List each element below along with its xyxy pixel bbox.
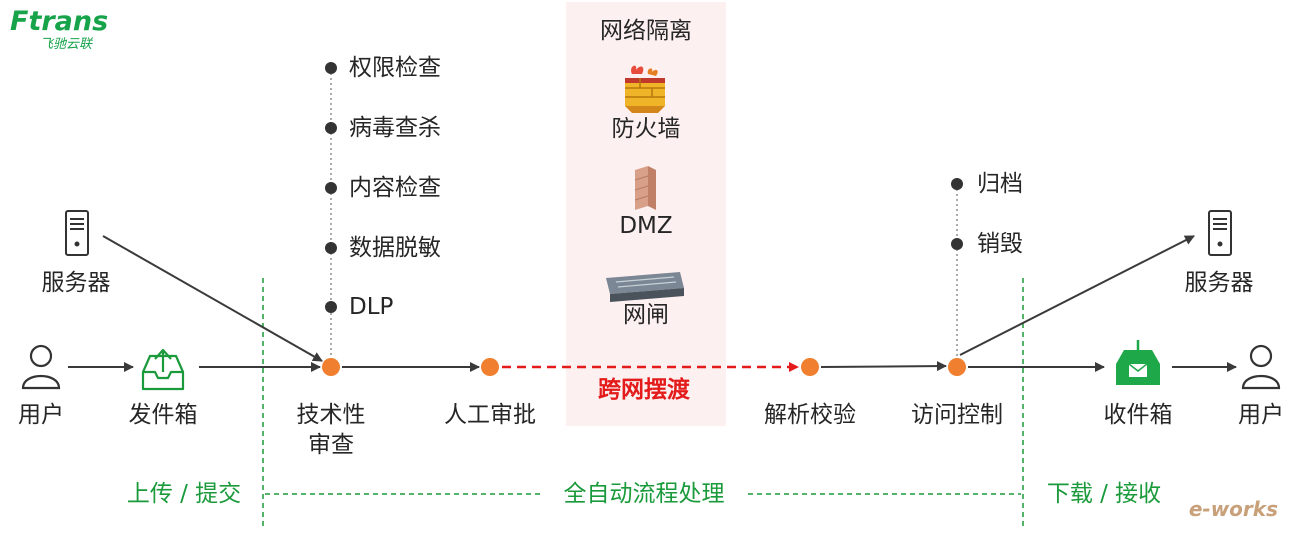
parse-verify-label: 解析校验 — [764, 402, 856, 428]
right-server-label: 服务器 — [1184, 270, 1254, 296]
server-icon — [1208, 210, 1232, 256]
manual-approval-label: 人工审批 — [444, 402, 536, 428]
check-bullet — [325, 62, 337, 74]
left-server-label: 服务器 — [41, 270, 111, 296]
inbox-label: 收件箱 — [1103, 402, 1173, 428]
logo-subtitle: 飞驰云联 — [40, 37, 93, 52]
access-control-label: 访问控制 — [911, 402, 1003, 428]
inbox-icon — [1116, 340, 1160, 385]
phase-auto-label: 全自动流程处理 — [563, 481, 725, 507]
post-action-bullet — [951, 178, 963, 190]
check-bullet — [325, 182, 337, 194]
check-bullet — [325, 242, 337, 254]
watermark-logo: e-works — [1188, 497, 1278, 521]
firewall-icon — [625, 65, 665, 113]
tech-review-label-line1: 技术性 — [296, 402, 366, 428]
user-right-label: 用户 — [1238, 402, 1284, 428]
outbox-label: 发件箱 — [128, 402, 198, 428]
network-isolation-zone — [566, 2, 726, 426]
check-item: 数据脱敏 — [349, 235, 441, 261]
check-item: 病毒查杀 — [349, 115, 441, 141]
arrow-parse-to-access — [820, 361, 947, 372]
logo-brand: Ftrans — [10, 6, 109, 37]
post-action-bullet — [951, 238, 963, 250]
user-left-label: 用户 — [18, 402, 64, 428]
server-icon — [65, 210, 89, 256]
check-item: DLP — [349, 294, 394, 320]
phase-download-label: 下载 / 接收 — [1046, 481, 1162, 507]
check-item: 权限检查 — [349, 55, 441, 81]
post-action-item: 归档 — [977, 171, 1023, 197]
node-tech-review — [322, 358, 340, 376]
arrow-access-to-server — [959, 235, 1195, 356]
arrow-server-to-review — [102, 235, 323, 362]
check-item: 内容检查 — [349, 175, 441, 201]
node-parse-verify — [801, 358, 819, 376]
isolation-title: 网络隔离 — [600, 18, 692, 44]
gatekeeper-device-icon — [606, 272, 684, 302]
firewall-label: 防火墙 — [611, 116, 681, 142]
phase-upload-label: 上传 / 提交 — [126, 481, 242, 507]
node-access-control — [948, 358, 966, 376]
dmz-wall-icon — [634, 166, 656, 210]
user-icon — [21, 344, 61, 390]
tech-review-label-line2: 审查 — [308, 432, 354, 458]
user-icon — [1241, 344, 1281, 390]
ferry-label: 跨网摆渡 — [598, 377, 690, 403]
node-manual-approval — [481, 358, 499, 376]
gatekeeper-label: 网闸 — [623, 302, 669, 328]
check-bullet — [325, 301, 337, 313]
check-bullet — [325, 122, 337, 134]
dmz-label: DMZ — [619, 213, 673, 239]
outbox-icon — [141, 348, 185, 391]
post-action-item: 销毁 — [977, 231, 1023, 257]
